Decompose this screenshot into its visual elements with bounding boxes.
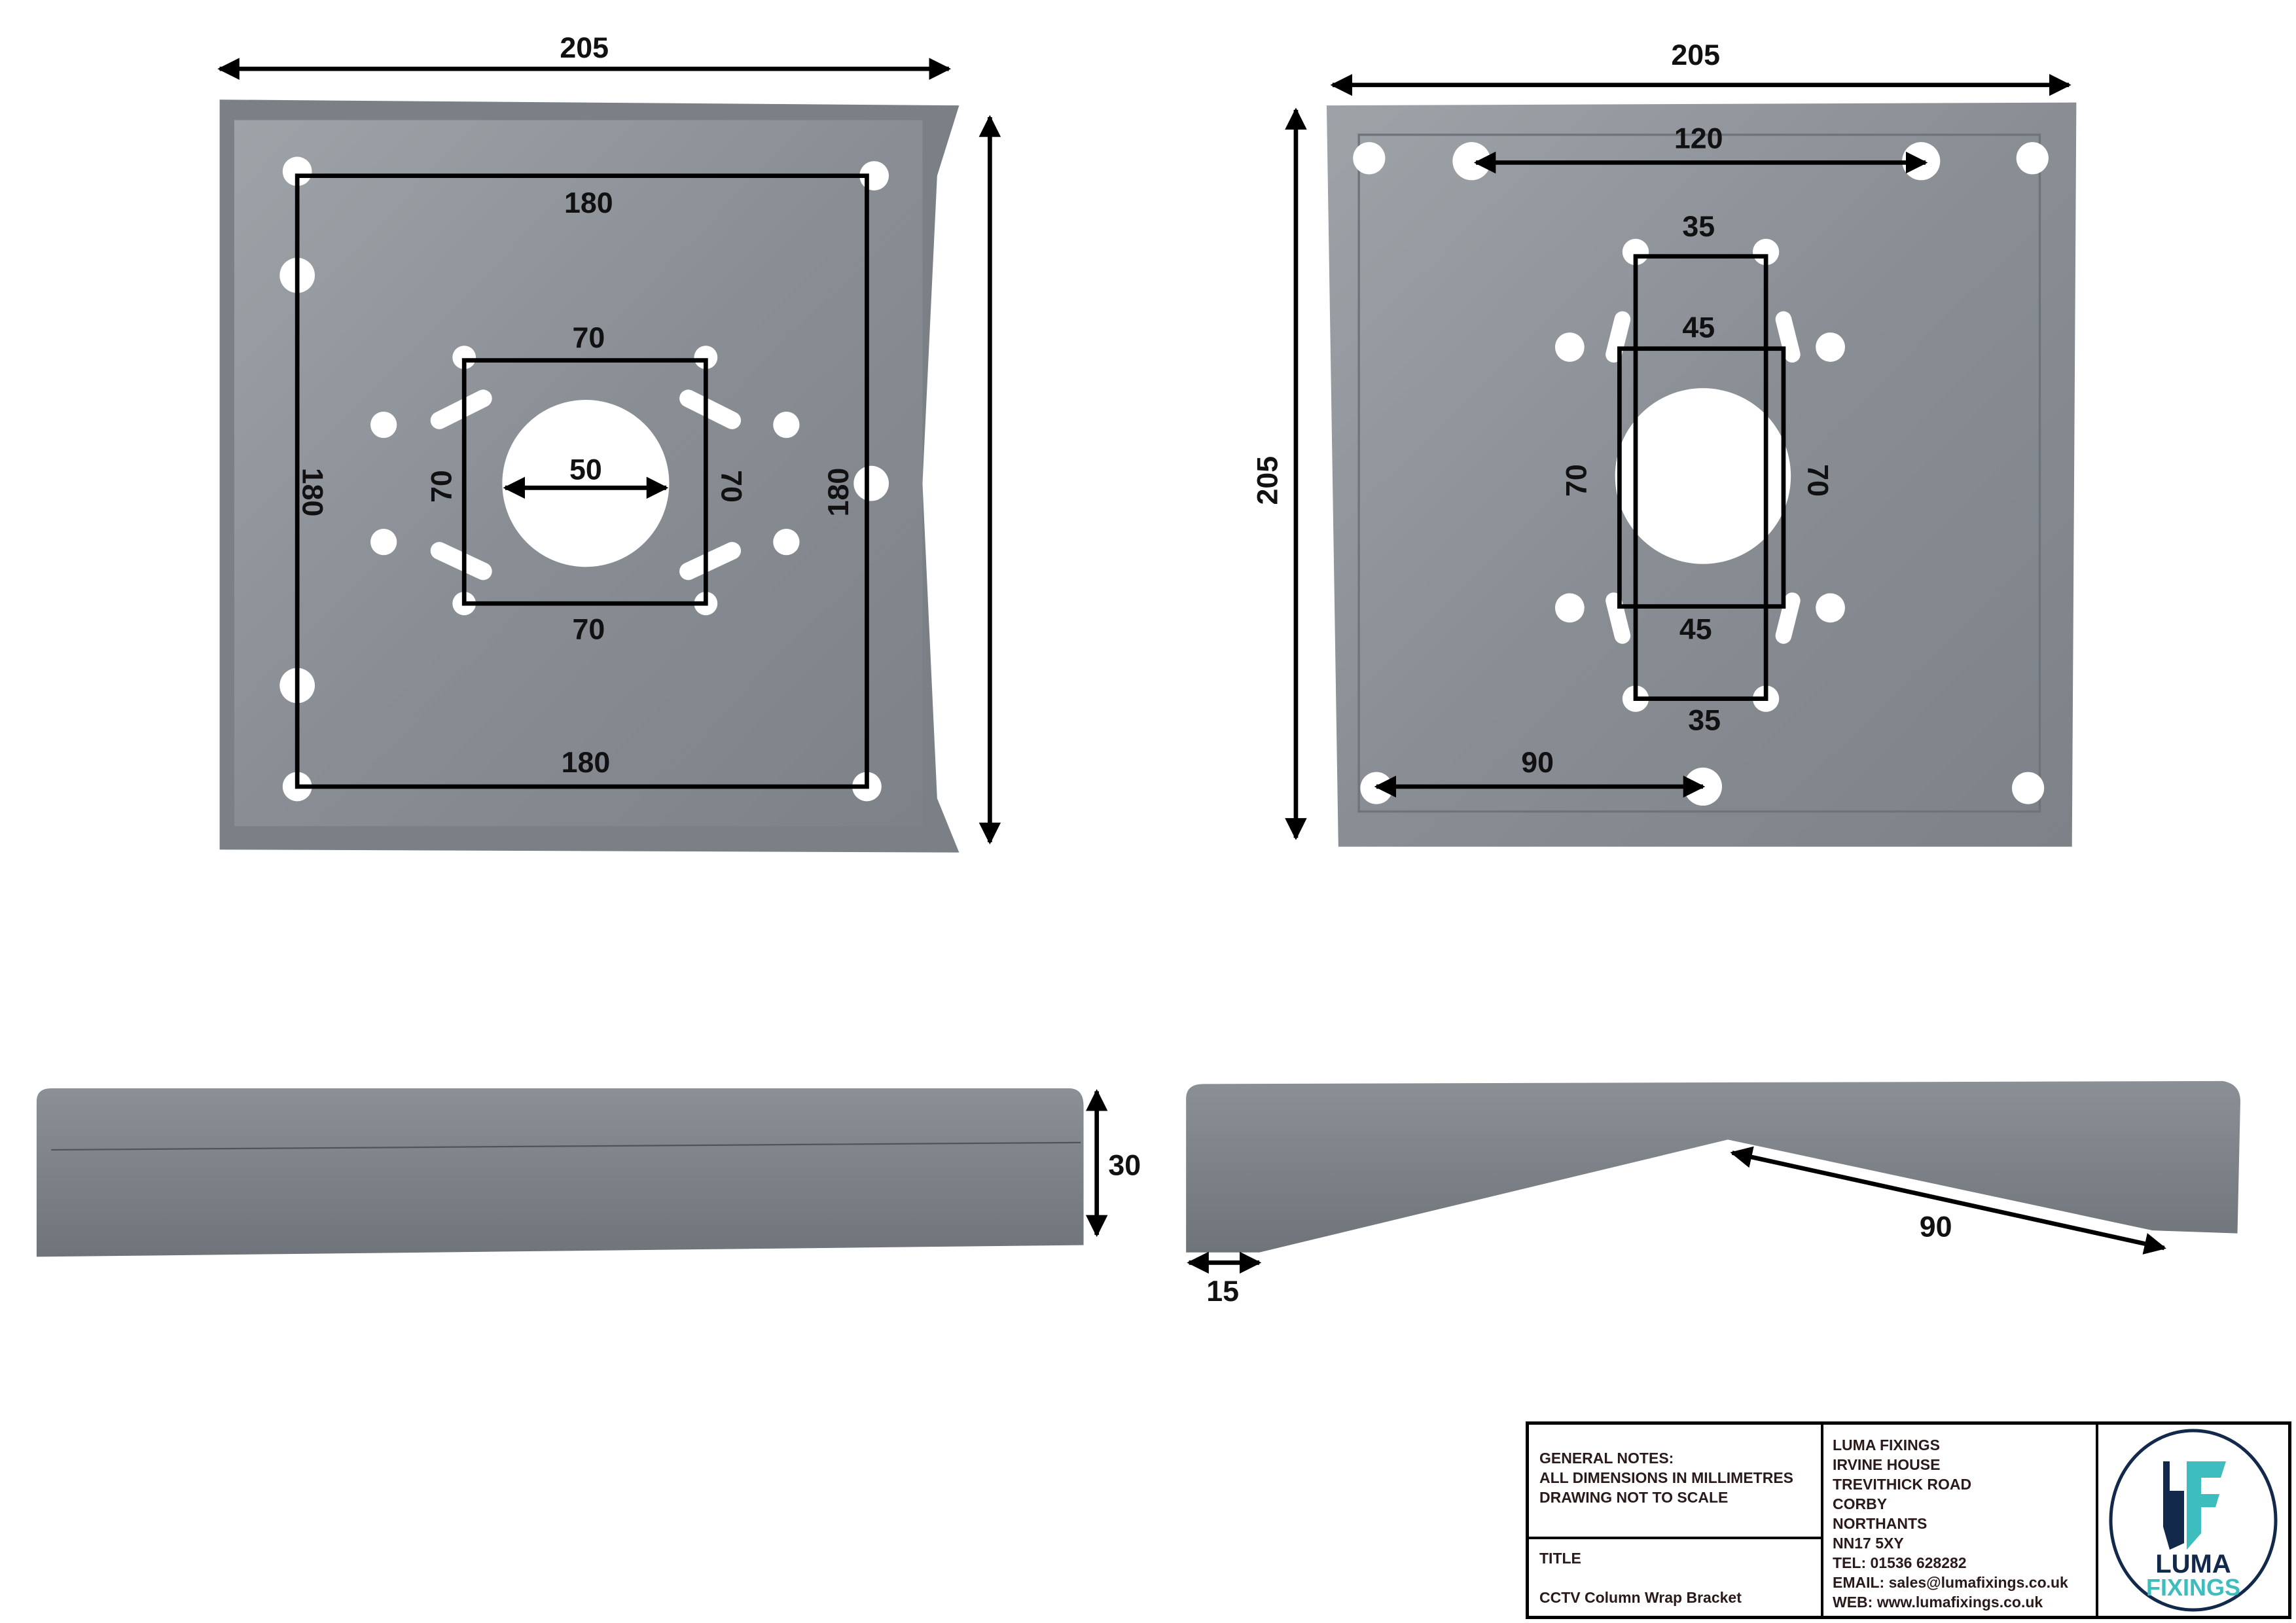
top-view-right: 205 205 120 35 35 45 45 70 70 90	[1251, 39, 2077, 847]
dim-label: 180	[564, 187, 613, 219]
note-line: GENERAL NOTES:	[1539, 1450, 1674, 1467]
top-view-left: 205 180 180 180 180 70 70 70 70 50	[217, 31, 1001, 853]
address-line: EMAIL: sales@lumafixings.co.uk	[1833, 1574, 2068, 1591]
address-line: CORBY	[1833, 1495, 1888, 1512]
side-view-left: 30	[36, 1088, 1141, 1257]
dim-label: 45	[1679, 613, 1712, 646]
general-notes: GENERAL NOTES: ALL DIMENSIONS IN MILLIME…	[1529, 1425, 1821, 1539]
dim-label: 70	[572, 613, 605, 646]
dim-label: 205	[560, 31, 609, 64]
logo-text-luma: LUMA	[2155, 1550, 2231, 1578]
address-line: TREVITHICK ROAD	[1833, 1476, 1972, 1493]
address-line: LUMA FIXINGS	[1833, 1436, 1940, 1454]
title-block: GENERAL NOTES: ALL DIMENSIONS IN MILLIME…	[1526, 1421, 2291, 1619]
bar-profile	[36, 1088, 1084, 1257]
dim-label: 180	[822, 468, 855, 517]
dim-label: 180	[562, 746, 611, 779]
dim-label: 30	[1108, 1149, 1141, 1182]
address-line: WEB: www.lumafixings.co.uk	[1833, 1594, 2043, 1611]
dim-label: 120	[1674, 122, 1723, 155]
dimension-rect	[461, 358, 708, 606]
address-line: IRVINE HOUSE	[1833, 1456, 1941, 1473]
dim-label: 50	[569, 454, 602, 486]
title-section: TITLE CCTV Column Wrap Bracket	[1529, 1539, 1821, 1616]
dim-label: 45	[1682, 311, 1715, 344]
dim-label: 90	[1920, 1211, 1952, 1243]
dimension-line	[1730, 1146, 2166, 1255]
dim-label: 15	[1206, 1275, 1239, 1308]
dimension-rect	[1633, 254, 1768, 702]
note-line: ALL DIMENSIONS IN MILLIMETRES	[1539, 1469, 1794, 1486]
luma-fixings-logo: LUMA FIXINGS	[2109, 1429, 2278, 1612]
logo-text-fixings: FIXINGS	[2146, 1574, 2240, 1601]
dim-label: 70	[572, 321, 605, 354]
logo: LUMA FIXINGS	[2098, 1425, 2288, 1616]
dim-label: 205	[1671, 39, 1720, 71]
address-line: NORTHANTS	[1833, 1515, 1928, 1532]
dim-label: 205	[1251, 456, 1284, 505]
bracket-profile	[1186, 1080, 2240, 1253]
drawing-title: CCTV Column Wrap Bracket	[1539, 1589, 1742, 1606]
note-line: DRAWING NOT TO SCALE	[1539, 1489, 1729, 1506]
plate-edge	[1357, 134, 2041, 813]
dim-label: 70	[1801, 464, 1834, 497]
dim-label: 90	[1521, 746, 1554, 779]
slots	[430, 389, 742, 580]
dim-label: 70	[715, 470, 747, 503]
dim-label: 70	[1560, 464, 1593, 497]
dim-label: 180	[296, 468, 329, 517]
bend-line	[51, 1141, 1081, 1151]
dim-label: 35	[1682, 210, 1715, 243]
dim-label: 35	[1688, 704, 1721, 736]
title-label: TITLE	[1539, 1550, 1581, 1567]
address-line: TEL: 01536 628282	[1833, 1554, 1967, 1571]
slots	[1605, 311, 1801, 644]
company-address: LUMA FIXINGS IRVINE HOUSE TREVITHICK ROA…	[1823, 1425, 2098, 1616]
address-line: NN17 5XY	[1833, 1535, 1904, 1552]
dimension-rect	[1617, 346, 1786, 609]
dim-label: 70	[425, 470, 458, 503]
dimension-rect	[295, 173, 869, 789]
side-view-right: 15 90	[1186, 1080, 2240, 1308]
